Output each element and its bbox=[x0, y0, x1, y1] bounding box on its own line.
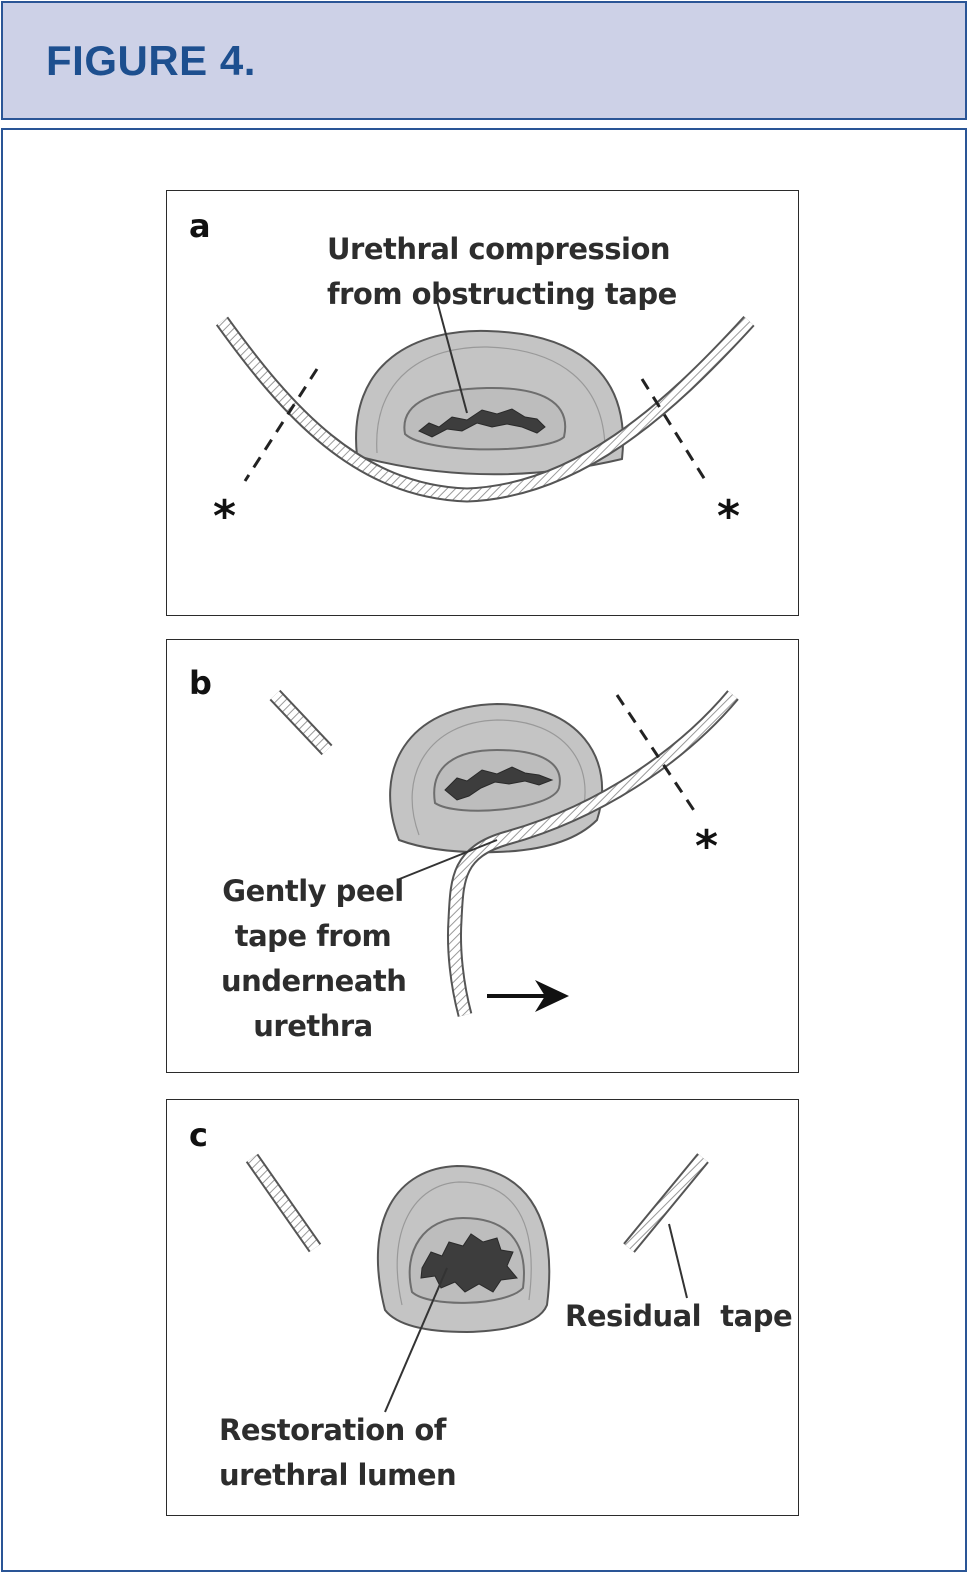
peel-leader bbox=[396, 839, 498, 881]
compression-annotation-line-2: from obstructing tape bbox=[327, 277, 677, 311]
panel-b-illustration bbox=[269, 689, 739, 1017]
panel-a-illustration bbox=[215, 300, 755, 503]
pull-arrow-head bbox=[535, 980, 569, 1012]
panel-c: c Restoration of urethral lumen Residual… bbox=[166, 1099, 799, 1516]
residual-tape-annotation: Residual tape bbox=[565, 1299, 793, 1333]
cut-marker-right: * bbox=[717, 491, 741, 542]
tape-stub-left bbox=[271, 691, 331, 754]
panel-a: a Urethral compression from obstructing … bbox=[166, 190, 799, 616]
figure-title: FIGURE 4. bbox=[46, 37, 256, 84]
cut-marker-left: * bbox=[213, 491, 237, 542]
compression-annotation: Urethral compression from obstructing ta… bbox=[327, 227, 677, 317]
compression-leader bbox=[436, 300, 468, 414]
peel-annotation-line-1: Gently peel bbox=[222, 874, 404, 908]
lumen-annotation-line-2: urethral lumen bbox=[219, 1458, 457, 1492]
peel-annotation-line-4: urethra bbox=[253, 1009, 373, 1043]
panel-c-label: c bbox=[189, 1116, 208, 1154]
lumen bbox=[444, 766, 554, 801]
residual-tape-right bbox=[624, 1154, 708, 1252]
peel-annotation: Gently peel tape from underneath urethra bbox=[221, 869, 407, 1049]
panel-c-illustration bbox=[245, 1153, 709, 1413]
lumen-annotation-line-1: Restoration of bbox=[219, 1413, 446, 1447]
peeled-tape bbox=[449, 691, 738, 1017]
restored-lumen bbox=[420, 1233, 518, 1293]
peel-annotation-line-3: underneath bbox=[221, 964, 407, 998]
lumen-leader bbox=[384, 1267, 448, 1413]
panel-b-label: b bbox=[189, 664, 212, 702]
cut-marker-right: * bbox=[695, 821, 719, 872]
peel-annotation-line-2: tape from bbox=[234, 919, 392, 953]
panel-a-label: a bbox=[189, 207, 211, 245]
compression-annotation-line-1: Urethral compression bbox=[327, 232, 671, 266]
compressed-lumen bbox=[418, 408, 546, 438]
figure-header: FIGURE 4. bbox=[1, 1, 967, 120]
lumen-annotation: Restoration of urethral lumen bbox=[219, 1408, 457, 1498]
panel-b: b Gently peel tape from underneath ureth… bbox=[166, 639, 799, 1073]
cut-line-right bbox=[615, 694, 699, 816]
residual-tape-left bbox=[247, 1154, 320, 1252]
residual-tape-leader bbox=[668, 1223, 688, 1299]
cut-line-left bbox=[243, 368, 319, 482]
